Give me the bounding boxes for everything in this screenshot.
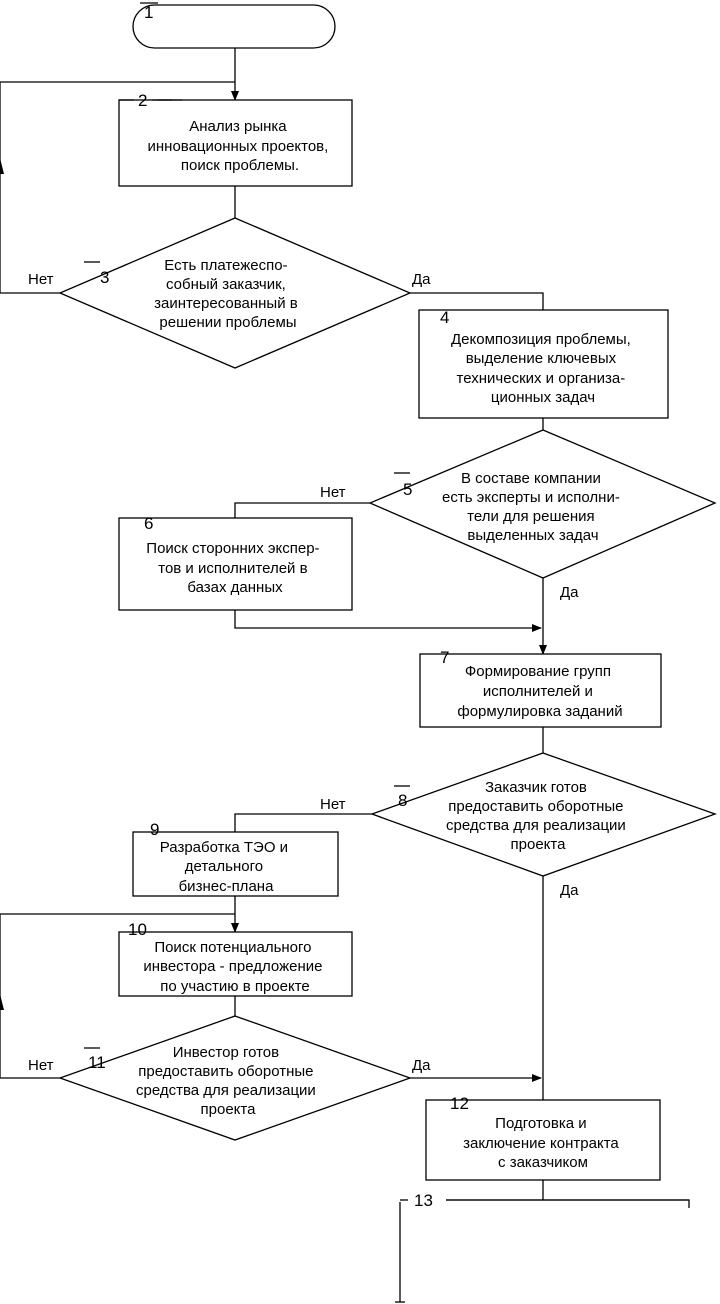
node-2-process: 2 Анализ рынка инновационных проектов, п… [118, 91, 353, 187]
connector-8-9 [234, 813, 372, 832]
node-8-yes-label: Да [560, 882, 579, 899]
node-11-number: 11 [88, 1053, 106, 1072]
node-8-decision: 8 Заказчик готов предоставить оборотные … [320, 752, 717, 899]
node-7-number: 7 [440, 648, 449, 667]
node-4-process: 4 Декомпозиция проблемы, выделение ключе… [418, 308, 669, 419]
node-8-no-label: Нет [320, 796, 346, 813]
node-10-number: 10 [128, 920, 147, 939]
node-11-no-label: Нет [28, 1057, 54, 1074]
node-3-decision: 3 Есть платежеспо- собный заказчик, заин… [28, 217, 431, 369]
node-2-number: 2 [138, 91, 147, 110]
node-11-yes-label: Да [412, 1057, 431, 1074]
node-6-process: 6 Поиск сторонних экспер- тов и исполнит… [118, 514, 353, 611]
node-9-text: Разработка ТЭО и детального бизнес-плана [160, 839, 292, 895]
node-4-number: 4 [440, 308, 449, 327]
node-5-decision: 5 В составе компании есть эксперты и исп… [320, 429, 717, 601]
connector-11-no-loop [0, 913, 235, 1079]
node-3-number: 3 [100, 268, 109, 287]
node-9-process: 9 Разработка ТЭО и детального бизнес-пла… [132, 820, 339, 897]
node-3-no-label: Нет [28, 271, 54, 288]
node-3-text: Есть платежеспо- собный заказчик, заинте… [154, 257, 302, 331]
node-13-process: 13 [395, 1191, 690, 1303]
loop-arrow-11 [0, 994, 4, 1010]
connector-6-7 [234, 610, 542, 632]
connector-5-6 [234, 502, 370, 518]
node-7-process: 7 Формирование групп исполнителей и форм… [419, 648, 662, 728]
node-5-number: 5 [403, 480, 412, 499]
node-9-number: 9 [150, 820, 159, 839]
node-10-process: 10 Поиск потенциального инвестора - пред… [118, 920, 353, 997]
node-11-decision: 11 Инвестор готов предоставить оборотные… [28, 1015, 431, 1141]
connector-3-no-loop [0, 81, 235, 294]
connector-3-4 [410, 292, 544, 310]
node-7-text: Формирование групп исполнителей и формул… [457, 663, 622, 720]
node-8-number: 8 [398, 791, 407, 810]
node-11-text: Инвестор готов предоставить оборотные ср… [136, 1044, 320, 1118]
node-5-no-label: Нет [320, 484, 346, 501]
node-4-text: Декомпозиция проблемы, выделение ключевы… [451, 331, 635, 406]
node-6-number: 6 [144, 514, 153, 533]
node-13-number: 13 [414, 1191, 433, 1210]
loop-arrow-3 [0, 158, 4, 174]
node-12-text: Подготовка и заключение контракта с зака… [463, 1115, 623, 1171]
node-3-yes-label: Да [412, 271, 431, 288]
node-12-process: 12 Подготовка и заключение контракта с з… [425, 1094, 661, 1181]
node-12-number: 12 [450, 1094, 469, 1113]
node-6-text: Поиск сторонних экспер- тов и исполнител… [146, 540, 323, 596]
node-5-text: В составе компании есть эксперты и испол… [442, 470, 624, 544]
node-5-yes-label: Да [560, 584, 579, 601]
connectors [0, 48, 547, 1200]
node-1-number: 1 [144, 3, 153, 22]
node-8-text: Заказчик готов предоставить оборотные ср… [446, 779, 630, 853]
node-10-text: Поиск потенциального инвестора - предлож… [143, 939, 326, 995]
node-1-terminator: 1 [132, 2, 336, 49]
node-2-text: Анализ рынка инновационных проектов, пои… [148, 118, 333, 174]
